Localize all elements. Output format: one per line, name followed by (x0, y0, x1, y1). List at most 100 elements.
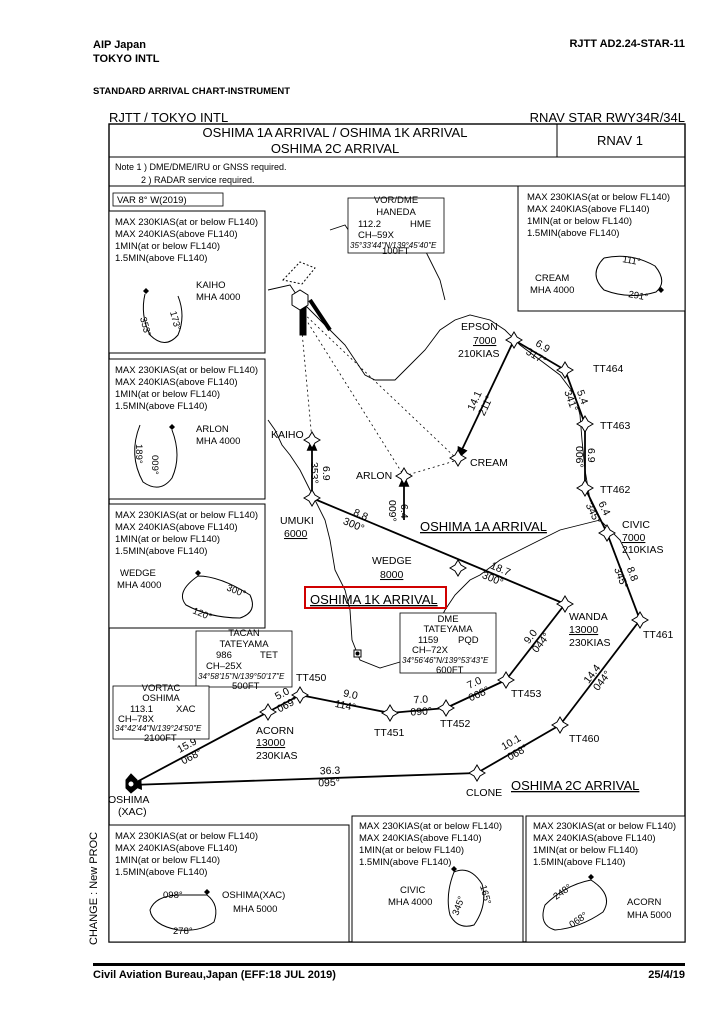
variation-box (112, 192, 224, 207)
fix-kaiho-symbol (303, 431, 321, 449)
tateyama-dme-ident: PQD (458, 635, 479, 646)
leg-tt451-tt452-dist: 7.0 (413, 693, 429, 706)
haneda-info-box: VOR/DME HANEDA 112.2 HME CH–59X 35°33'44… (347, 195, 445, 257)
note-2: 2 ) RADAR service required. (141, 175, 255, 185)
civic-hold-in: 165° (477, 884, 493, 906)
haneda-freq: 112.2 (358, 219, 381, 230)
fix-cream-symbol (449, 449, 467, 467)
fix-symbols (259, 331, 649, 782)
leg-tt451-tt452-crs: 090° (410, 705, 433, 718)
kaiho-hold-mha: MHA 4000 (196, 292, 240, 303)
tateyama-dme-name: TATEYAMA (423, 624, 473, 635)
oshima-hold-out: 278° (173, 926, 193, 937)
wedge-min15: 1.5MIN(above FL140) (115, 546, 207, 557)
tateyama-elev: 500FT (232, 681, 260, 692)
cream-hold-out: 291° (627, 289, 648, 303)
cream-min15: 1.5MIN(above FL140) (527, 228, 619, 239)
label-tt464: TT464 (593, 363, 624, 375)
oshima-hold-min15: 1.5MIN(above FL140) (115, 867, 207, 878)
leg-tt461-tt460 (559, 619, 641, 726)
nav-spec: RNAV 1 (597, 133, 643, 148)
leg-tt450-tt451-dist: 9.0 (342, 687, 359, 702)
holding-wedge-box: MAX 230KIAS(at or below FL140) MAX 240KI… (108, 503, 266, 629)
oshima-vortac-box: VORTAC OSHIMA 113.1 XAC CH–78X 34°42'44"… (112, 683, 210, 744)
arlon-max230: MAX 230KIAS(at or below FL140) (115, 365, 258, 376)
arlon-min15: 1.5MIN(above FL140) (115, 401, 207, 412)
haneda-ch: CH–59X (358, 230, 395, 241)
tateyama-dme-type: DME (437, 614, 458, 625)
tateyama-dme-ch: CH–72X (412, 645, 449, 656)
tateyama-tacan-box: TACAN TATEYAMA 986 TET CH–25X 34°58'15"N… (195, 628, 293, 692)
tateyama-dme-coord: 34°56'46"N/139°53'43"E (402, 656, 489, 665)
holding-kaiho-box: MAX 230KIAS(at or below FL140) MAX 240KI… (108, 210, 266, 354)
cream-min1: 1MIN(at or below FL140) (527, 216, 632, 227)
tateyama-ident: TET (260, 650, 278, 661)
leg-wanda-umuki (311, 497, 566, 605)
cream-hold-name: CREAM (535, 273, 569, 284)
haneda-ident: HME (410, 219, 431, 230)
label-acorn-spd: 230KIAS (256, 750, 297, 762)
holding-civic-box: MAX 230KIAS(at or below FL140) MAX 240KI… (351, 815, 524, 943)
label-epson-alt: 7000 (473, 335, 497, 347)
tateyama-dme-elev: 600FT (436, 665, 464, 676)
tateyama-coord: 34°58'15"N/139°50'17"E (198, 672, 285, 681)
label-tt451: TT451 (374, 727, 405, 739)
label-wedge: WEDGE (372, 555, 412, 567)
footer-rule (93, 963, 685, 966)
acorn-hold-name: ACORN (627, 897, 661, 908)
holding-arlon-box: MAX 230KIAS(at or below FL140) MAX 240KI… (108, 358, 266, 500)
tateyama-dme-freq: 1159 (418, 635, 438, 646)
leg-arlon-dist: 6.4 (398, 504, 410, 519)
route-oshima-1k: OSHIMA 1K ARRIVAL (310, 592, 438, 607)
holding-oshima-box: MAX 230KIAS(at or below FL140) MAX 240KI… (108, 824, 350, 943)
haneda-type: VOR/DME (374, 195, 418, 206)
civic-max230: MAX 230KIAS(at or below FL140) (359, 821, 502, 832)
navaid-symbols (125, 649, 362, 794)
label-umuki: UMUKI (280, 515, 314, 527)
leg-tt450-tt451 (299, 694, 391, 714)
label-epson-spd: 210KIAS (458, 348, 499, 360)
leg-tt463-tt462-dist: 6.9 (585, 448, 597, 463)
label-wanda-alt: 13000 (569, 624, 598, 636)
label-tt461: TT461 (643, 629, 674, 641)
tateyama-ch: CH–25X (206, 661, 243, 672)
footer-date: 25/4/19 (648, 969, 685, 981)
fix-umuki-symbol (303, 489, 321, 507)
route-oshima-1a: OSHIMA 1A ARRIVAL (420, 519, 547, 534)
haneda-name: HANEDA (376, 207, 416, 218)
wedge-max240: MAX 240KIAS(above FL140) (115, 522, 238, 533)
wedge-max230: MAX 230KIAS(at or below FL140) (115, 510, 258, 521)
civic-max240: MAX 240KIAS(above FL140) (359, 833, 482, 844)
leg-oshima-acorn (130, 711, 269, 786)
label-tt450: TT450 (296, 672, 327, 684)
tateyama-dme-box: DME TATEYAMA 1159 PQD CH–72X 34°56'46"N/… (399, 612, 497, 676)
fix-epson-symbol (505, 331, 523, 349)
holding-cream-box: MAX 230KIAS(at or below FL140) MAX 240KI… (517, 185, 686, 312)
label-oshima-id: (XAC) (118, 806, 147, 818)
label-umuki-alt: 6000 (284, 528, 308, 540)
kaiho-hold-out: 353° (137, 316, 153, 338)
tateyama-name: TATEYAMA (219, 639, 269, 650)
oshima-hold-name: OSHIMA(XAC) (222, 890, 285, 901)
leg-clone-oshima-dist: 36.3 (320, 765, 341, 778)
oshima-hold-in: 098° (163, 890, 183, 901)
label-arlon: ARLON (356, 470, 392, 482)
arlon-max240: MAX 240KIAS(above FL140) (115, 377, 238, 388)
oshima-ch: CH–78X (118, 714, 155, 725)
haneda-radials (299, 309, 459, 477)
label-kaiho: KAIHO (271, 429, 304, 441)
fix-arlon-symbol (395, 467, 413, 485)
civic-min1: 1MIN(at or below FL140) (359, 845, 464, 856)
oshima-elev: 2100FT (144, 733, 177, 744)
label-tt463: TT463 (600, 420, 631, 432)
leg-umuki-kaiho-dist: 6.9 (320, 466, 332, 481)
leg-tt463-tt462-crs: 006° (573, 446, 585, 468)
oshima-coord: 34°42'44"N/139°24'50"E (115, 724, 202, 733)
authority: AIP Japan (93, 39, 146, 51)
leg-acorn-tt450 (267, 694, 301, 713)
header-left: AIP Japan TOKYO INTL (93, 38, 159, 66)
acorn-max240: MAX 240KIAS(above FL140) (533, 833, 656, 844)
leg-tt460-clone (476, 724, 561, 774)
label-acorn-alt: 13000 (256, 737, 285, 749)
label-civic: CIVIC (622, 519, 650, 531)
